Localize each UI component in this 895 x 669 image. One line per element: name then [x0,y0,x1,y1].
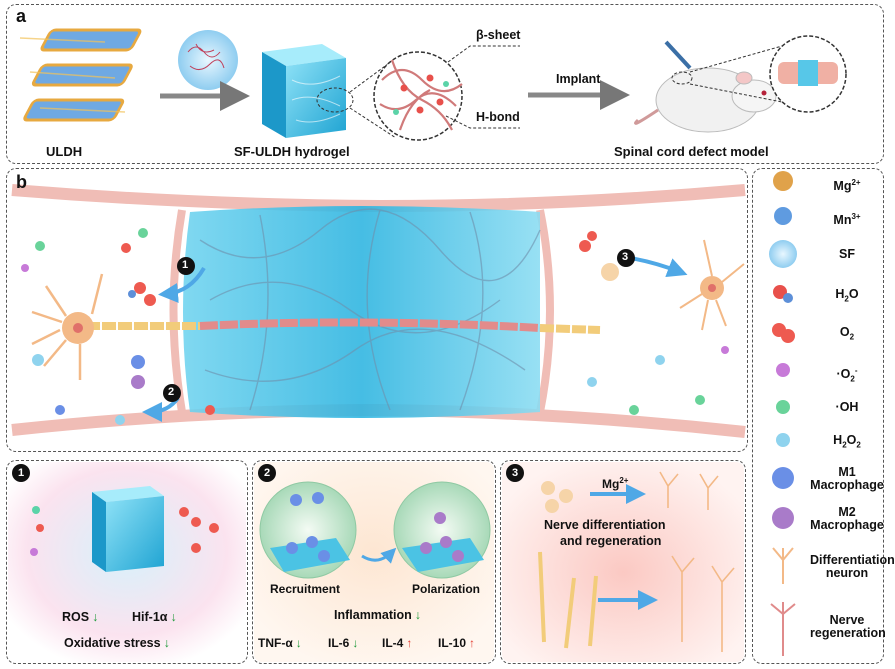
box2-recruitment-circle [259,481,357,579]
implant-label: Implant [556,72,601,86]
legend-nerve-regeneration: Nerve regeneration [810,613,886,640]
box3-line1: Nerve differentiation [544,518,666,532]
box3-mg: Mg2+ [602,476,629,491]
panel-b-letter: b [16,172,27,192]
legend-h2o2: H2O2 [833,433,861,450]
legend-frame [752,168,884,664]
step-2-marker: 2 [168,386,175,398]
network-zoom-illustration [373,51,463,141]
box1-ros: ROS↓ [62,610,99,624]
legend-o2: O2 [839,325,855,342]
legend-mn: Mn3+ [833,212,861,228]
box3-neurons-bottom [671,555,735,652]
box1-particles [30,506,219,556]
legend-hydroxyl: ·OH [835,400,859,414]
legend-h2o: H2O [835,287,859,304]
hbond-label: H-bond [476,110,520,124]
panel-a-frame [6,4,884,164]
step-3-marker: 3 [622,251,629,263]
sf-sphere-illustration [178,30,238,90]
box3-cells-top [541,481,573,513]
box2-number: 2 [258,464,276,482]
model-label: Spinal cord defect model [614,144,769,159]
box2-recruitment: Recruitment [270,582,341,596]
step-1-marker: 1 [182,259,189,271]
legend-mg: Mg2+ [833,178,861,194]
box2-il4: IL-4↑ [382,636,413,650]
uldh-label: ULDH [46,144,83,159]
box2-il10: IL-10↑ [438,636,476,650]
box2-polarization: Polarization [412,582,481,596]
legend-m1-macrophage: M1 Macrophage [810,465,884,492]
box1-scaffold [92,486,164,572]
box2-inflammation: Inflammation↓ [334,608,422,622]
uldh-layers-illustration [19,28,142,122]
box3-frame [500,460,746,664]
legend-superoxide: ·O2- [836,366,858,384]
spinal-cord-zoom-illustration [769,35,847,113]
beta-sheet-label: β-sheet [476,28,521,42]
zoom-ellipse [316,87,354,113]
box1-oxidative-stress: Oxidative stress↓ [64,636,170,650]
box2-il6: IL-6↓ [328,636,359,650]
legend-differentiation-neuron: Differentiation neuron [810,553,895,580]
box3-line2: and regeneration [560,534,662,548]
box3-number: 3 [506,464,524,482]
neuron-left [31,273,104,380]
box2-frame [252,460,496,664]
box2-polarization-circle [393,481,491,579]
mouse-illustration [634,40,777,133]
box1-hif: Hif-1α↓ [132,610,177,624]
hydrogel-label: SF-ULDH hydrogel [234,144,350,159]
box3-axons-bottom [538,551,598,649]
neuron-right [679,239,745,331]
hydrogel-cube-illustration [262,44,346,138]
scattered-particles [21,228,729,425]
legend-m2-macrophage: M2 Macrophage [810,505,884,532]
box1-frame [6,460,248,664]
box3-neurons-top [659,471,719,510]
legend-sf: SF [839,247,855,261]
panel-a-letter: a [16,6,27,26]
legend-icons [769,171,797,656]
box1-number: 1 [12,464,30,482]
panel-b-frame [6,168,748,452]
box2-tnf: TNF-α↓ [258,636,302,650]
hydrogel-scaffold [183,206,541,418]
